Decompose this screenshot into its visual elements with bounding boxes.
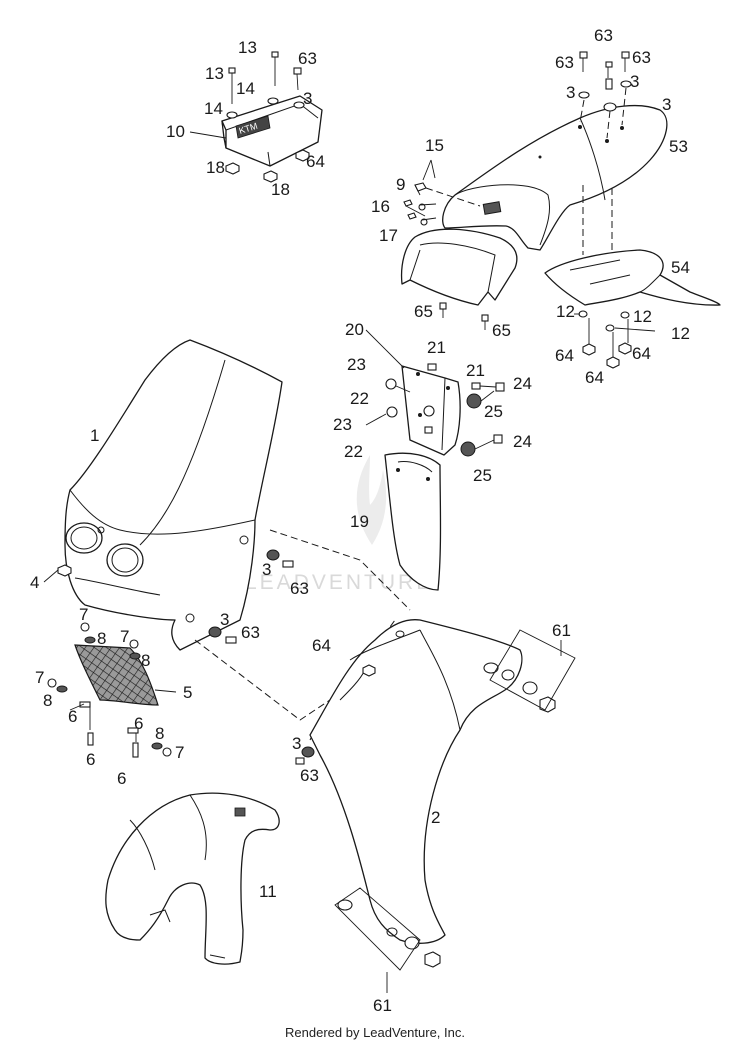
callout-3: 3 — [292, 734, 301, 753]
callout-63: 63 — [632, 48, 651, 67]
callout-64: 64 — [585, 368, 604, 387]
callout-6: 6 — [134, 714, 143, 733]
callout-1: 1 — [90, 426, 99, 445]
rear-fender-hardware — [578, 51, 632, 258]
callout-24: 24 — [513, 432, 532, 451]
callout-4: 4 — [30, 573, 39, 592]
tail-bolts-65 — [439, 302, 489, 330]
callout-14: 14 — [204, 99, 223, 118]
tail-small-hardware — [403, 159, 481, 226]
callout-13: 13 — [205, 64, 224, 83]
callout-53: 53 — [669, 137, 688, 156]
callout-5: 5 — [183, 683, 192, 702]
callout-23: 23 — [333, 415, 352, 434]
callout-12: 12 — [633, 307, 652, 326]
callout-6: 6 — [68, 707, 77, 726]
watermark-text: LEADVENTURE — [245, 571, 433, 594]
frame-cover — [309, 619, 523, 944]
callout-7: 7 — [35, 668, 44, 687]
callout-17: 17 — [379, 226, 398, 245]
inner-fender — [544, 249, 721, 306]
callout-63: 63 — [298, 49, 317, 68]
callout-65: 65 — [414, 302, 433, 321]
callout-7: 7 — [120, 627, 129, 646]
callout-15: 15 — [425, 136, 444, 155]
footer-credit: Rendered by LeadVenture, Inc. — [285, 1025, 465, 1040]
callout-3: 3 — [630, 72, 639, 91]
callout-8: 8 — [97, 629, 106, 648]
callout-63: 63 — [594, 26, 613, 45]
callout-63: 63 — [290, 579, 309, 598]
callout-18: 18 — [271, 180, 290, 199]
frame-cover-hardware — [334, 629, 576, 971]
callout-16: 16 — [371, 197, 390, 216]
callout-64: 64 — [555, 346, 574, 365]
number-plate-hardware — [225, 51, 310, 183]
bracket-hardware — [385, 363, 505, 457]
callout-8: 8 — [141, 651, 150, 670]
callout-10: 10 — [166, 122, 185, 141]
callout-3: 3 — [262, 560, 271, 579]
callout-20: 20 — [345, 320, 364, 339]
callout-22: 22 — [344, 442, 363, 461]
callout-11: 11 — [259, 882, 277, 901]
mesh-grille — [74, 644, 159, 706]
callout-3: 3 — [220, 610, 229, 629]
callout-8: 8 — [43, 691, 52, 710]
callout-labels: 13 63 13 14 3 14 10 18 64 18 63 63 63 3 … — [30, 26, 690, 1015]
callout-9: 9 — [396, 175, 405, 194]
callout-63: 63 — [300, 766, 319, 785]
callout-12: 12 — [671, 324, 690, 343]
callout-14: 14 — [236, 79, 255, 98]
callout-12: 12 — [556, 302, 575, 321]
callout-64: 64 — [632, 344, 651, 363]
callout-3: 3 — [662, 95, 671, 114]
callout-54: 54 — [671, 258, 690, 277]
callout-22: 22 — [350, 389, 369, 408]
rear-fender — [442, 104, 668, 251]
callout-6: 6 — [117, 769, 126, 788]
callout-25: 25 — [473, 466, 492, 485]
callout-25: 25 — [484, 402, 503, 421]
callout-64: 64 — [312, 636, 331, 655]
inner-fender-hardware — [578, 310, 656, 369]
callout-3: 3 — [303, 89, 312, 108]
callout-19: 19 — [350, 512, 369, 531]
tail-light-housing — [400, 201, 518, 306]
callout-61: 61 — [373, 996, 392, 1015]
callout-leaders — [43, 131, 580, 993]
grille-hardware — [47, 622, 172, 758]
callout-3: 3 — [566, 83, 575, 102]
callout-8: 8 — [155, 724, 164, 743]
mud-flap — [384, 452, 442, 591]
callout-63: 63 — [555, 53, 574, 72]
number-plate-box: KTM — [221, 95, 323, 167]
callout-6: 6 — [86, 750, 95, 769]
headlight-fairing — [64, 339, 283, 651]
callout-7: 7 — [175, 743, 184, 762]
callout-13: 13 — [238, 38, 257, 57]
callout-65: 65 — [492, 321, 511, 340]
callout-21: 21 — [427, 338, 446, 357]
callout-21: 21 — [466, 361, 485, 380]
callout-24: 24 — [513, 374, 532, 393]
callout-7: 7 — [79, 605, 88, 624]
callout-18: 18 — [206, 158, 225, 177]
fairing-hardware — [57, 549, 315, 765]
callout-64: 64 — [306, 152, 325, 171]
watermark: LEADVENTURE — [245, 455, 433, 594]
callout-23: 23 — [347, 355, 366, 374]
callout-2: 2 — [431, 808, 440, 827]
callout-61: 61 — [552, 621, 571, 640]
callout-63: 63 — [241, 623, 260, 642]
front-fender — [105, 792, 280, 965]
